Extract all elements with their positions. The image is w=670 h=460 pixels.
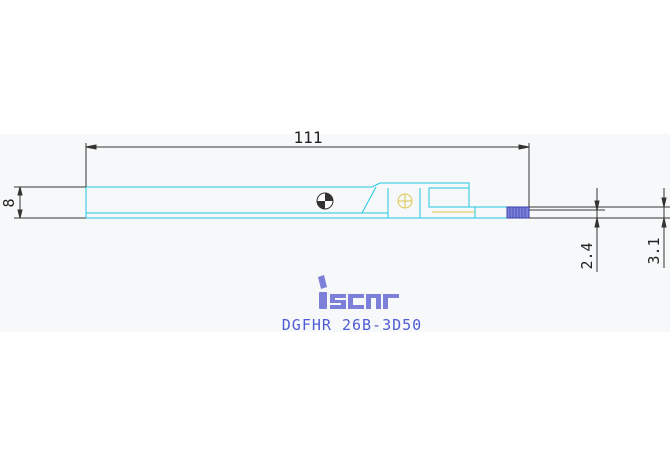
tool-outline: [85, 182, 529, 219]
height-dimension: [14, 186, 86, 219]
dim-a-label: 2.4: [578, 242, 596, 269]
dim-b-label: 3.1: [645, 237, 663, 264]
part-number: DGFHR 26B-3D50: [282, 316, 422, 334]
height-dimension-label: 8: [0, 198, 18, 207]
height-arrow-top: [17, 186, 23, 196]
iscar-logo: [318, 275, 399, 309]
height-arrow-bottom: [17, 209, 23, 219]
dim-a-arrow-bottom: [594, 217, 600, 228]
clamp-chamfer: [361, 186, 377, 214]
screw-center-symbol: [316, 192, 334, 210]
length-arrow-right: [518, 144, 530, 150]
clamp-hole-symbol: [397, 193, 413, 209]
length-dimension: [85, 143, 530, 207]
width-dimensions: [529, 188, 670, 272]
tool-top-edge: [86, 182, 529, 208]
dim-a-arrow-top: [594, 200, 600, 211]
dim-b-arrow-top: [661, 197, 667, 208]
length-dimension-label: 111: [294, 128, 323, 147]
cutting-insert: [506, 206, 530, 219]
dim-b-arrow-bottom: [661, 217, 667, 228]
insert-pocket: [428, 187, 470, 208]
length-arrow-left: [85, 144, 97, 150]
